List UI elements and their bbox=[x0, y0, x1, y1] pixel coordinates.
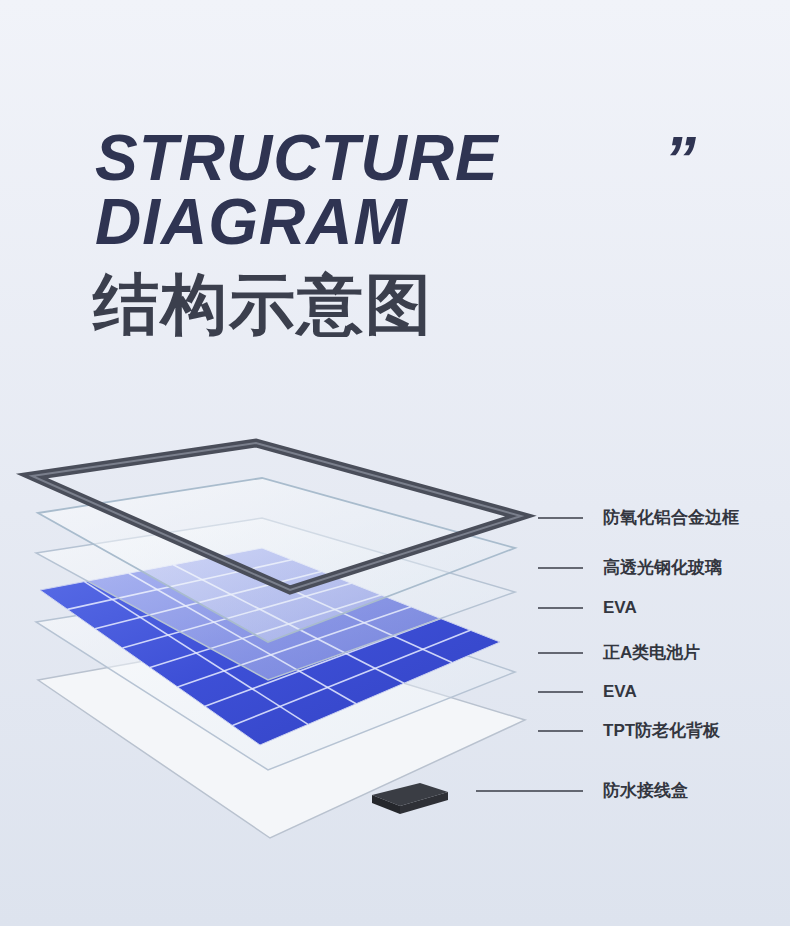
part-label: EVA bbox=[603, 682, 637, 702]
part-label: 防水接线盒 bbox=[603, 781, 688, 801]
chinese-heading: 结构示意图 bbox=[93, 268, 433, 340]
part-label: TPT防老化背板 bbox=[603, 721, 720, 741]
junction-box bbox=[372, 783, 448, 814]
quote-mark: ” bbox=[664, 128, 696, 192]
part-label: 正A类电池片 bbox=[603, 643, 700, 663]
tempered-glass bbox=[38, 478, 515, 642]
heading: STRUCTURE DIAGRAM bbox=[95, 126, 535, 254]
part-label: EVA bbox=[603, 598, 637, 618]
leader-lines bbox=[476, 518, 583, 791]
part-label: 防氧化铝合金边框 bbox=[603, 508, 739, 528]
aluminium-frame bbox=[32, 443, 521, 590]
part-label: 高透光钢化玻璃 bbox=[603, 558, 722, 578]
